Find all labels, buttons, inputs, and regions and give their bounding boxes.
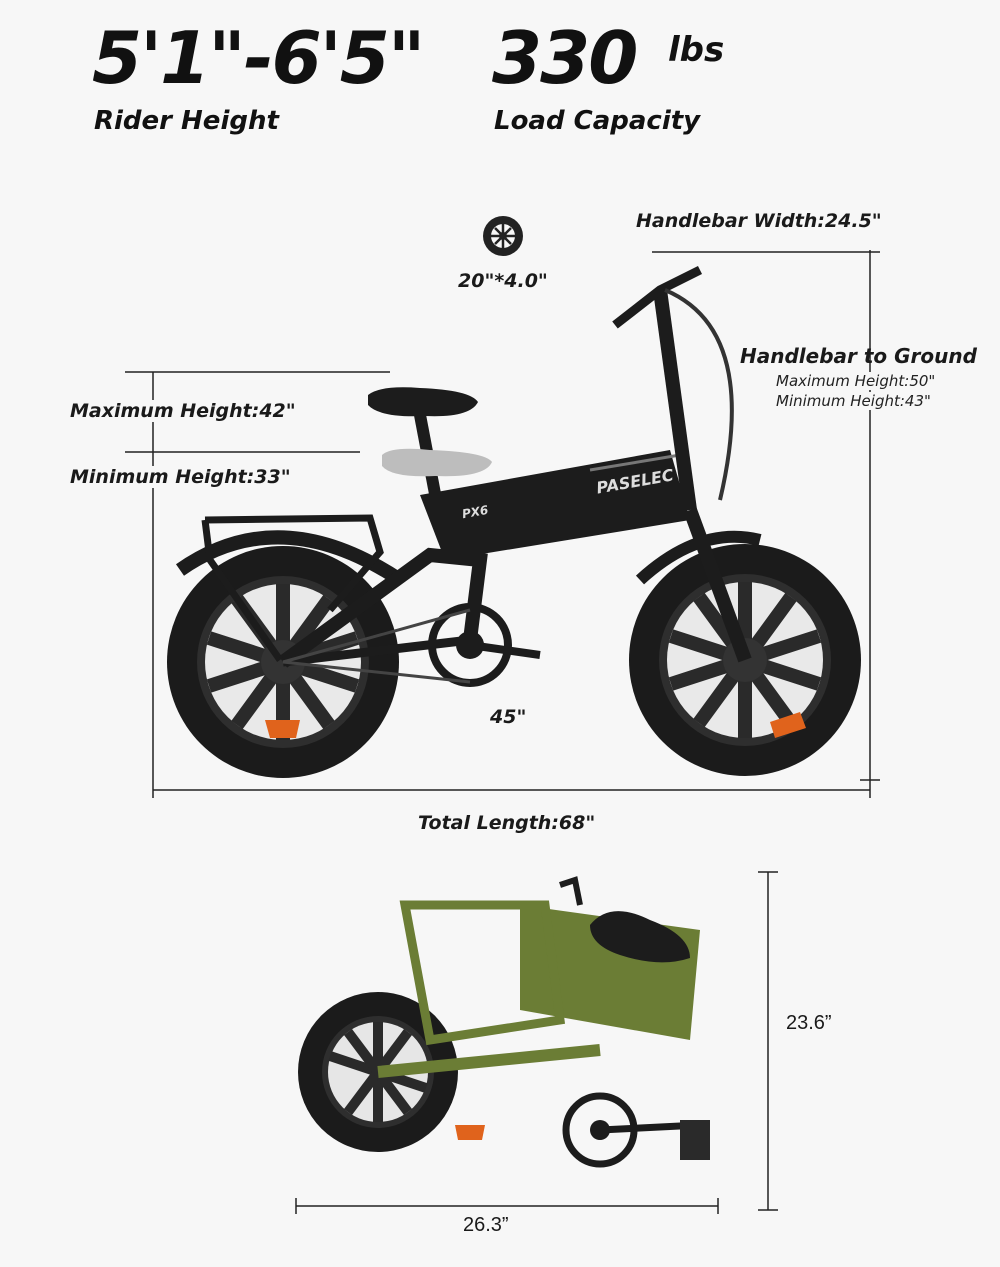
load-capacity-value: 330 [492,16,638,100]
handlebar-to-ground-title: Handlebar to Ground [740,344,977,368]
load-capacity-unit: lbs [668,30,725,70]
seat-max-height: Maximum Height:42" [70,400,296,422]
rider-height-value: 5'1"-6'5" [92,16,425,100]
handlebar-width-label: Handlebar Width:24.5" [636,210,882,232]
tire-size-label: 20"*4.0" [458,270,548,292]
bike-frame [278,265,752,687]
wheelbase-label: 45" [490,706,527,728]
total-length-label: Total Length:68" [418,812,596,834]
tire-icon [483,216,523,256]
rider-height-label: Rider Height [94,106,279,136]
load-capacity-label: Load Capacity [494,106,701,136]
folded-height-label: 23.6” [786,1012,832,1034]
folded-length-label: 26.3” [463,1214,509,1236]
handlebar-max-height: Maximum Height:50" [776,372,936,390]
seat-min-height: Minimum Height:33" [70,466,291,488]
handlebar-min-height: Minimum Height:43" [776,392,931,410]
folded-bike [298,876,710,1168]
